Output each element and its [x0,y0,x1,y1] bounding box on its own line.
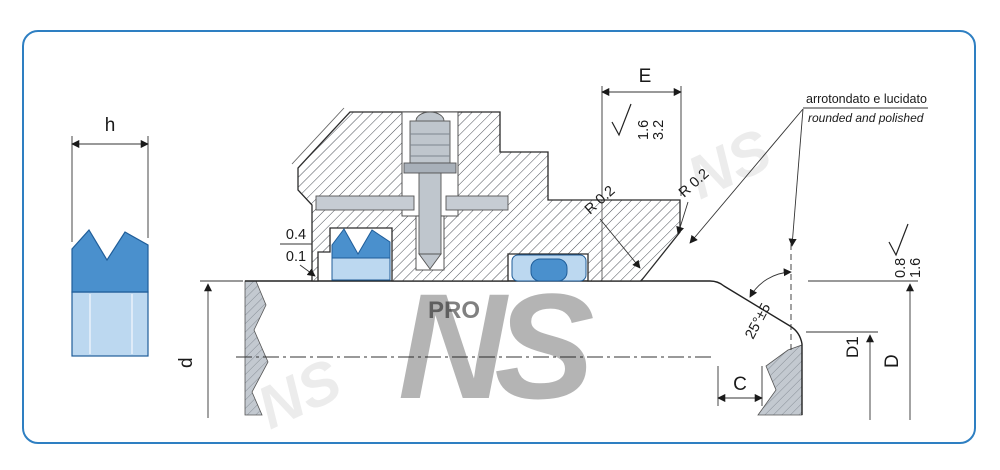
c-dimension-label: C [733,374,747,395]
clamp-plate-left [315,195,415,211]
note-line-english: rounded and polished [808,111,924,125]
tolerance-bottom-value: 0.1 [286,249,306,265]
bolt-head [409,120,451,164]
bolt-washer [403,162,457,174]
tolerance-callout: 0.4 0.1 [280,227,316,277]
note-callout: arrotondato e lucidato rounded and polis… [689,92,928,247]
c-dimension: C [717,366,763,406]
rod-break-left [244,280,269,416]
rod-section [244,280,803,416]
wiper-seal [331,228,391,281]
finish-right-value-2: 1.6 [908,258,924,278]
roughness-symbol-top [611,103,632,137]
h-dimension-label: h [105,115,116,136]
clamp-plate-right [445,195,509,211]
rod-body [245,281,802,416]
finish-top-value-1: 1.6 [636,120,652,140]
seal-detail-lips [71,228,149,293]
housing-break-line [291,107,345,165]
d-dimension: d [176,280,243,418]
e-dimension-label: E [639,66,652,87]
drawing-border-frame [22,30,976,444]
rod-seal [511,254,587,282]
rod-outline [245,280,803,415]
wiper-seal-lips [331,228,391,259]
finish-top-value-2: 3.2 [651,120,667,140]
dd-dimension-label: D [882,354,903,368]
finish-right-value-1: 0.8 [893,258,909,278]
watermark-text: PRO [428,297,480,324]
bolt-tip [418,253,442,270]
h-dimension: h [71,115,149,242]
rod-seal-energizer [530,258,568,282]
surface-finish-top: 1.6 3.2 [611,103,667,140]
d1-dimension: D1 [806,331,878,420]
e-dimension: E [601,66,682,196]
seal-profile-detail [71,228,149,357]
watermark-faint-1: NS [677,116,781,212]
bolt-shank [418,172,442,255]
wiper-seal-body [331,257,391,281]
housing-section [291,107,681,282]
tolerance-top-value: 0.4 [286,227,306,243]
surface-finish-right: 0.8 1.6 [888,223,924,278]
roughness-symbol-right [888,223,909,257]
seal-detail-body [71,291,149,357]
d-dimension-label: d [176,357,197,368]
watermark-logo: NS [398,262,593,430]
d1-dimension-label: D1 [843,336,862,358]
note-line-italian: arrotondato e lucidato [806,92,927,106]
bolt [403,111,457,270]
watermark: NS PRO NS NS [247,116,781,442]
dd-dimension: D [808,280,918,420]
